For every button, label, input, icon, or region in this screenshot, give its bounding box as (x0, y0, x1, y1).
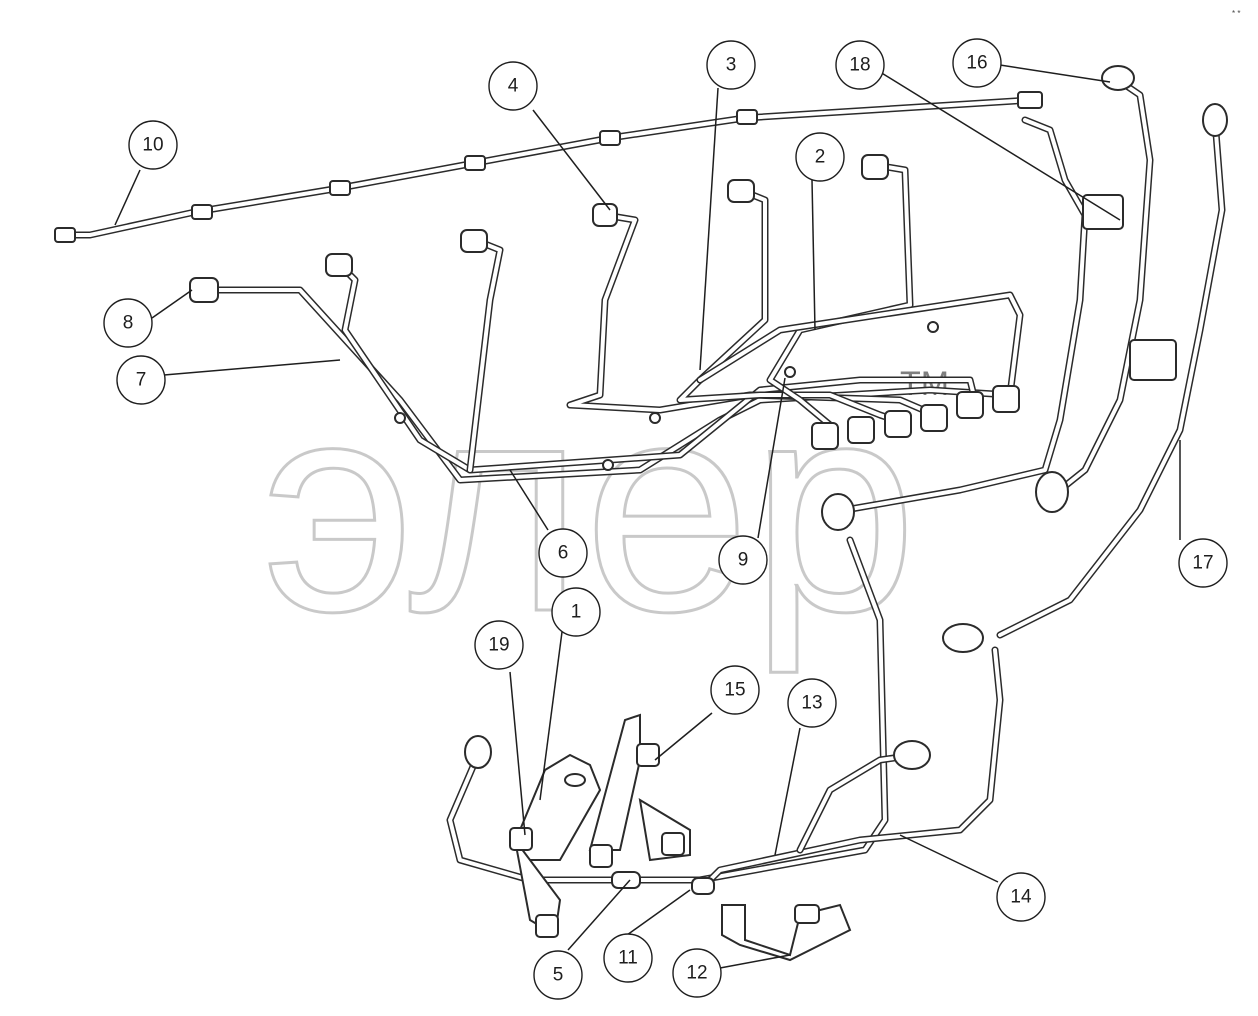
svg-text:19: 19 (488, 635, 509, 656)
union-nut (189, 277, 219, 303)
callout-4: 4 (488, 61, 538, 111)
svg-text:15: 15 (724, 680, 745, 701)
fitting (191, 204, 213, 220)
hose-clip (691, 877, 715, 895)
union-nut (592, 203, 618, 227)
brackets (509, 713, 852, 962)
svg-text:8: 8 (123, 313, 134, 334)
pump-nut (884, 410, 912, 438)
svg-text:6: 6 (558, 543, 569, 564)
clamp-bolt (784, 366, 796, 378)
svg-text:14: 14 (1010, 887, 1032, 908)
banjo-fitting (464, 735, 492, 769)
banjo-fitting (1035, 471, 1069, 513)
pump-nut (847, 416, 875, 444)
fitting (736, 109, 758, 125)
callout-16: 16 (952, 38, 1002, 88)
callout-11: 11 (603, 933, 653, 983)
pump-nut (956, 391, 984, 419)
svg-text:3: 3 (726, 55, 737, 76)
hose-clip (611, 871, 641, 889)
svg-text:9: 9 (738, 550, 749, 571)
svg-text:2: 2 (815, 147, 826, 168)
fitting (599, 130, 621, 146)
svg-text:13: 13 (801, 693, 822, 714)
leader-lines (114, 64, 1181, 969)
bolt (589, 844, 613, 868)
clamp-bolt (927, 321, 939, 333)
banjo-fitting (1202, 103, 1228, 137)
callout-6: 6 (538, 528, 588, 578)
callout-7: 7 (116, 355, 166, 405)
callout-19: 19 (474, 620, 524, 670)
clamp-bolt (649, 412, 661, 424)
fuel-lines-lower (446, 536, 1004, 895)
return-line (54, 91, 1043, 243)
callout-15: 15 (710, 665, 760, 715)
svg-text:7: 7 (136, 370, 147, 391)
pipe-clamp (1129, 339, 1177, 381)
callout-8: 8 (103, 298, 153, 348)
svg-text:1: 1 (571, 602, 582, 623)
banjo-fitting (821, 493, 855, 531)
union-nut (861, 154, 889, 180)
injection-pipes (189, 154, 1024, 484)
svg-text:10: 10 (142, 135, 163, 156)
bracket-15 (588, 713, 641, 851)
union-nut (727, 179, 755, 203)
clamp-bolt (394, 412, 406, 424)
fitting (1017, 91, 1043, 109)
svg-text:12: 12 (686, 963, 707, 984)
bolt (535, 914, 559, 938)
clamp-nut (794, 904, 820, 924)
svg-text:4: 4 (508, 76, 519, 97)
callout-3: 3 (706, 40, 756, 90)
banjo-fitting (942, 623, 984, 653)
watermark-tm: TM (900, 365, 949, 403)
banjo-fitting (1101, 65, 1135, 91)
svg-text:5: 5 (553, 965, 564, 986)
svg-text:17: 17 (1192, 553, 1213, 574)
callout-5: 5 (533, 950, 583, 1000)
bracket-12 (721, 903, 852, 962)
pump-nut (811, 422, 839, 450)
bolt (509, 827, 533, 851)
bolt (661, 832, 685, 856)
callout-14: 14 (996, 872, 1046, 922)
fitting (329, 180, 351, 196)
fitting (464, 155, 486, 171)
fuel-lines-right (821, 65, 1228, 653)
fitting (54, 227, 76, 243)
callout-10: 10 (128, 120, 178, 170)
svg-text:16: 16 (966, 53, 987, 74)
callout-18: 18 (835, 40, 885, 90)
corner-mark: * * (1232, 9, 1240, 18)
callout-17: 17 (1178, 538, 1228, 588)
callout-9: 9 (718, 535, 768, 585)
clamp-bolt (602, 459, 614, 471)
callout-2: 2 (795, 132, 845, 182)
pump-nut (920, 404, 948, 432)
callout-12: 12 (672, 948, 722, 998)
callouts: 10 4 3 18 16 2 8 7 6 9 17 1 19 15 13 14 … (103, 38, 1228, 1000)
callout-13: 13 (787, 678, 837, 728)
union-nut (460, 229, 488, 253)
callout-1: 1 (551, 587, 601, 637)
svg-text:11: 11 (618, 948, 638, 969)
union-nut (325, 253, 353, 277)
banjo-fitting (893, 740, 931, 770)
bolt (636, 743, 660, 767)
svg-text:18: 18 (849, 55, 870, 76)
pump-nut (992, 385, 1020, 413)
